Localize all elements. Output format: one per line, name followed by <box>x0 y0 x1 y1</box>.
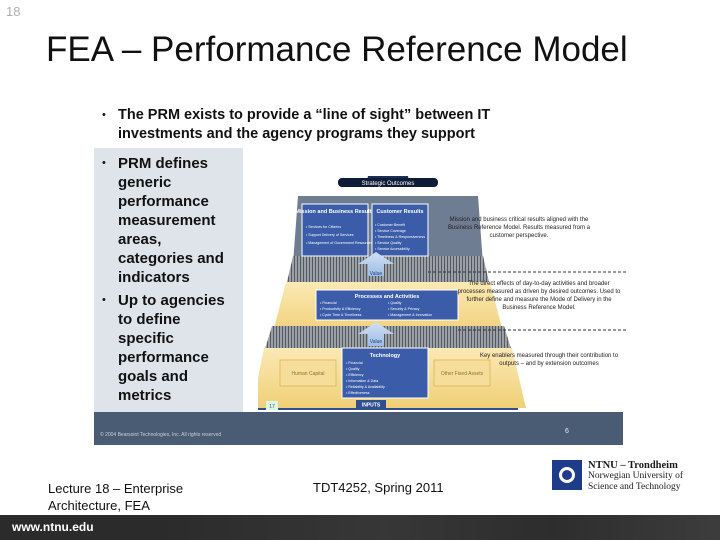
processes-item: • Productivity & Efficiency <box>320 307 361 311</box>
bullet-dot-icon: • <box>102 157 106 169</box>
processes-item: • Security & Privacy <box>388 307 420 311</box>
ntnu-line1: NTNU – Trondheim <box>588 460 678 471</box>
ntnu-wordmark: NTNU – Trondheim Norwegian University of… <box>588 460 718 493</box>
technology-item: • Information & Data <box>346 379 378 383</box>
slide-title: FEA – Performance Reference Model <box>46 30 628 69</box>
slide-number: 18 <box>6 4 21 19</box>
mission-results-title: Mission and Business Results <box>295 209 374 215</box>
technology-item: • Efficiency <box>346 373 364 377</box>
inputs-label: INPUTS <box>362 403 381 409</box>
value-label: Value <box>370 339 383 345</box>
annotation-processes: The direct effects of day-to-day activit… <box>457 281 621 311</box>
figure-marker: 17 <box>269 404 275 410</box>
mission-item: • Services for Citizens <box>306 225 341 229</box>
figure-top-area <box>94 98 623 148</box>
technology-item: • Quality <box>346 367 360 371</box>
annotation-outcomes: Mission and business critical results al… <box>447 217 591 239</box>
pyramid-hatch-band-1 <box>286 256 490 286</box>
bullet-dot-icon: • <box>102 294 106 306</box>
customer-item: • Customer Benefit <box>375 223 405 227</box>
bullet-item: • The PRM exists to provide a “line of s… <box>100 106 530 144</box>
value-arrow-icon <box>358 252 394 276</box>
footer-lecture-line2: Architecture, FEA <box>48 498 150 513</box>
processes-item: • Management & Innovation <box>388 313 432 317</box>
ntnu-line3: Science and Technology <box>588 482 681 492</box>
human-capital-label: Human Capital <box>291 371 324 377</box>
ntnu-line2: Norwegian University of <box>588 471 683 481</box>
figure-copyright: © 2004 Bearsoint Technologies, Inc. All … <box>100 432 222 438</box>
figure-left-panel <box>94 98 243 445</box>
annotation-technology: Key enablers measured through their cont… <box>479 353 619 367</box>
customer-item: • Service Quality <box>375 241 402 245</box>
customer-results-title: Customer Results <box>376 209 423 215</box>
footer-bar-decoration <box>160 515 720 540</box>
technology-item: • Reliability & Availability <box>346 385 385 389</box>
pyramid-hatch-band-2 <box>264 326 512 352</box>
footer-url: www.ntnu.edu <box>12 520 94 534</box>
processes-item: • Financial <box>320 301 337 305</box>
bullet-text: Up to agencies to define specific perfor… <box>118 292 225 404</box>
mission-item: • Support Delivery of Services <box>306 233 354 237</box>
bullet-item: • Up to agencies to define specific perf… <box>100 291 240 405</box>
value-label: Value <box>370 271 383 277</box>
footer-course: TDT4252, Spring 2011 <box>313 480 444 495</box>
customer-item: • Service Accessibility <box>375 247 410 251</box>
prm-pyramid-diagram: Strategic Outcomes Mission and Business … <box>258 176 628 410</box>
technology-item: • Effectiveness <box>346 391 370 395</box>
value-arrow-icon <box>358 322 394 346</box>
footer-bar: www.ntnu.edu <box>0 515 720 540</box>
figure-footer-band <box>94 412 623 445</box>
processes-item: • Quality <box>388 301 402 305</box>
technology-item: • Financial <box>346 361 363 365</box>
bullet-text: PRM defines generic performance measurem… <box>118 155 224 286</box>
bullet-dot-icon: • <box>102 109 106 121</box>
customer-item: • Timeliness & Responsiveness <box>375 235 425 239</box>
figure-page-number: 6 <box>565 428 569 435</box>
bullet-list: • The PRM exists to provide a “line of s… <box>100 106 530 405</box>
processes-title: Processes and Activities <box>355 294 420 300</box>
other-fixed-assets-label: Other Fixed Assets <box>441 371 484 377</box>
technology-title: Technology <box>370 353 401 359</box>
bullet-item: • PRM defines generic performance measur… <box>100 154 240 287</box>
footer-lecture: Lecture 18 – Enterprise Architecture, FE… <box>48 480 248 514</box>
ntnu-logo-icon <box>552 460 582 490</box>
mission-item: • Management of Government Resources <box>306 241 372 245</box>
footer-lecture-line1: Lecture 18 – Enterprise <box>48 481 184 496</box>
customer-item: • Service Coverage <box>375 229 406 233</box>
bullet-text: The PRM exists to provide a “line of sig… <box>118 107 491 142</box>
strategic-outcomes-label: Strategic Outcomes <box>362 181 415 187</box>
processes-item: • Cycle Time & Timeliness <box>320 313 362 317</box>
